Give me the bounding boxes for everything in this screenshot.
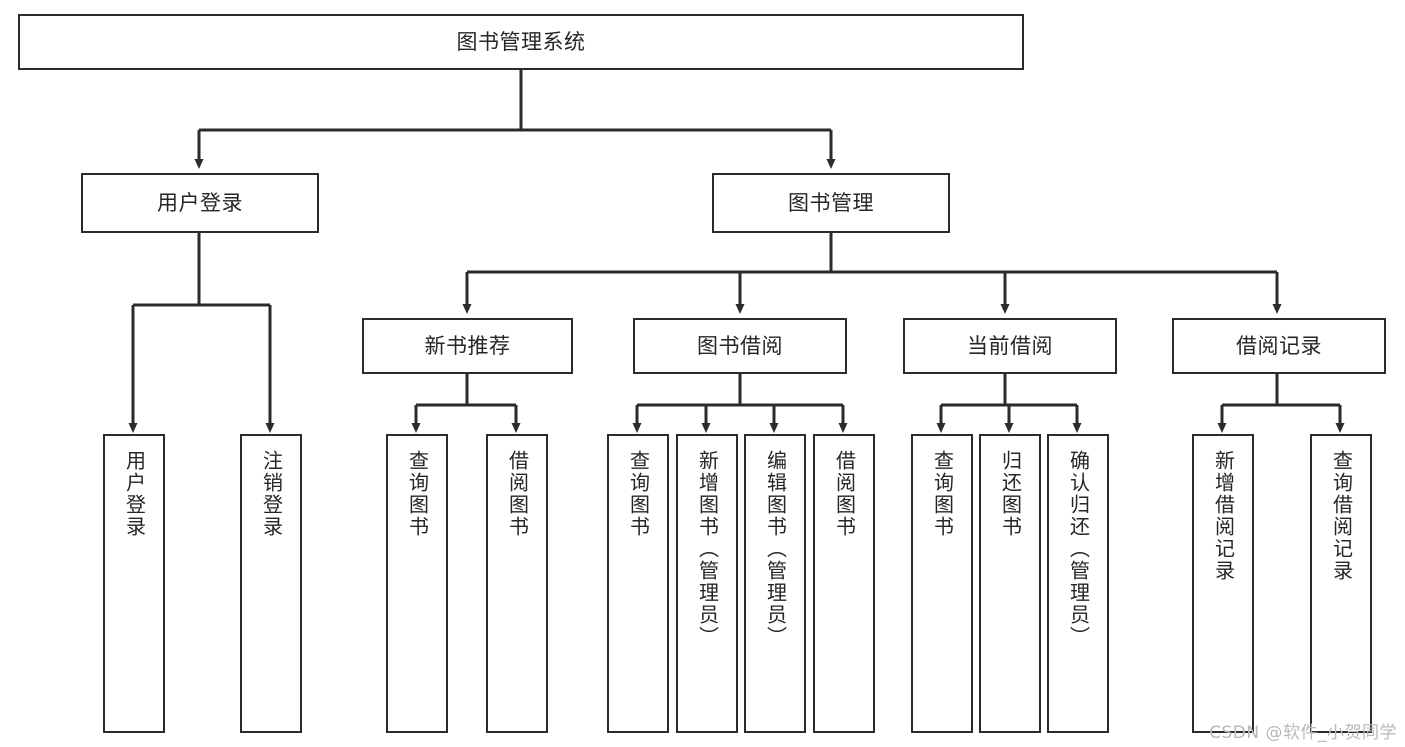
node-borrow-record[interactable]: 借阅记录 (1172, 318, 1386, 374)
node-leaf-return-book[interactable]: 归还图书 (979, 434, 1041, 733)
node-leaf-query-borrow-record-label: 查询借阅记录 (1329, 450, 1354, 582)
node-leaf-confirm-return-admin-label: 确认归还（管理员） (1066, 450, 1091, 648)
node-leaf-return-book-label: 归还图书 (998, 450, 1023, 538)
node-leaf-logout-login[interactable]: 注销登录 (240, 434, 302, 733)
node-leaf-borrow-book-1-label: 借阅图书 (505, 450, 530, 538)
node-user-login[interactable]: 用户登录 (81, 173, 319, 233)
node-book-manage[interactable]: 图书管理 (712, 173, 950, 233)
node-book-borrow-label: 图书借阅 (697, 333, 783, 358)
node-leaf-add-book-admin[interactable]: 新增图书（管理员） (676, 434, 738, 733)
node-borrow-record-label: 借阅记录 (1236, 333, 1322, 358)
node-leaf-query-book-3-label: 查询图书 (930, 450, 955, 538)
node-leaf-add-borrow-record-label: 新增借阅记录 (1211, 450, 1236, 582)
node-user-login-label: 用户登录 (157, 190, 243, 215)
node-new-book-recommend-label: 新书推荐 (424, 333, 511, 358)
csdn-watermark: CSDN @软件_小贺同学 (1209, 723, 1397, 743)
node-root-label: 图书管理系统 (456, 29, 586, 54)
node-new-book-recommend[interactable]: 新书推荐 (362, 318, 573, 374)
node-leaf-user-login-label: 用户登录 (122, 450, 147, 538)
node-root[interactable]: 图书管理系统 (18, 14, 1024, 70)
node-leaf-query-book-2[interactable]: 查询图书 (607, 434, 669, 733)
node-leaf-logout-login-label: 注销登录 (259, 450, 284, 538)
node-leaf-add-borrow-record[interactable]: 新增借阅记录 (1192, 434, 1254, 733)
node-leaf-confirm-return-admin[interactable]: 确认归还（管理员） (1047, 434, 1109, 733)
node-leaf-borrow-book-2-label: 借阅图书 (832, 450, 857, 538)
node-leaf-borrow-book-1[interactable]: 借阅图书 (486, 434, 548, 733)
node-leaf-query-borrow-record[interactable]: 查询借阅记录 (1310, 434, 1372, 733)
node-leaf-edit-book-admin-label: 编辑图书（管理员） (763, 450, 788, 648)
node-current-borrow[interactable]: 当前借阅 (903, 318, 1117, 374)
node-current-borrow-label: 当前借阅 (967, 333, 1053, 358)
node-leaf-edit-book-admin[interactable]: 编辑图书（管理员） (744, 434, 806, 733)
node-leaf-query-book-1[interactable]: 查询图书 (386, 434, 448, 733)
node-book-borrow[interactable]: 图书借阅 (633, 318, 847, 374)
node-leaf-borrow-book-2[interactable]: 借阅图书 (813, 434, 875, 733)
node-leaf-query-book-3[interactable]: 查询图书 (911, 434, 973, 733)
node-leaf-query-book-1-label: 查询图书 (405, 450, 430, 538)
node-leaf-user-login[interactable]: 用户登录 (103, 434, 165, 733)
node-leaf-query-book-2-label: 查询图书 (626, 450, 651, 538)
node-leaf-add-book-admin-label: 新增图书（管理员） (695, 450, 720, 648)
node-book-manage-label: 图书管理 (788, 190, 874, 215)
